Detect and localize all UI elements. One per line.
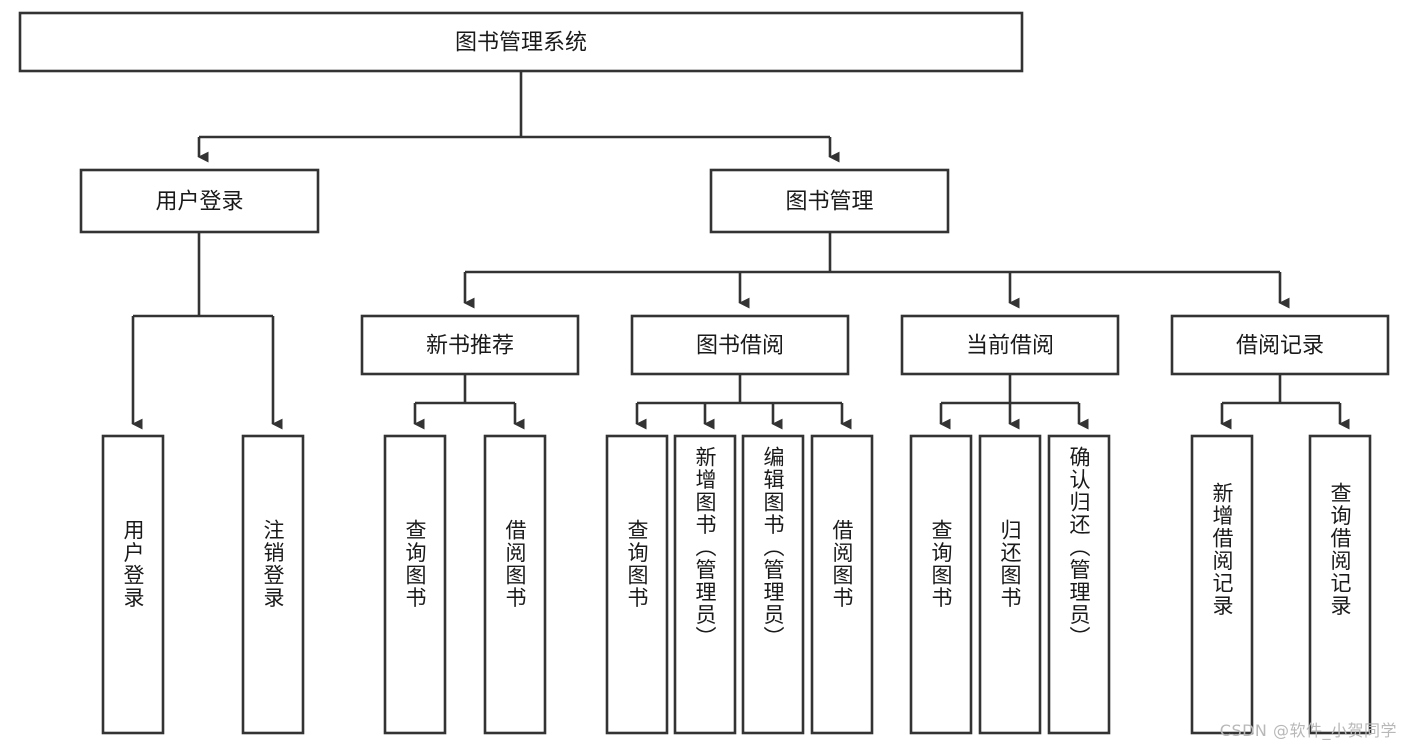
- node-new-book-recommend-label: 新书推荐: [426, 334, 514, 359]
- node-leaf-add-borrow-record-box[interactable]: [1190, 434, 1254, 735]
- node-leaf-query-book-3-box[interactable]: [909, 434, 973, 735]
- node-leaf-return-book-box[interactable]: [978, 434, 1042, 735]
- node-book-borrow-label: 图书借阅: [696, 334, 784, 359]
- node-book-manage-box[interactable]: [709, 168, 950, 234]
- node-current-borrow[interactable]: 当前借阅: [900, 314, 1120, 376]
- csdn-watermark: CSDN @软件_小贺同学: [1219, 721, 1397, 740]
- node-leaf-query-borrow-record-box[interactable]: [1308, 434, 1372, 735]
- node-user-login-label: 用户登录: [155, 190, 243, 215]
- node-leaf-user-login-box[interactable]: [101, 434, 165, 735]
- node-borrow-record-label: 借阅记录: [1236, 334, 1324, 359]
- nodes-layer: 图书管理系统 用户登录 图书管理 新书推荐 图书借阅: [18, 11, 1390, 735]
- node-root-label: 图书管理系统: [455, 31, 587, 56]
- node-current-borrow-box[interactable]: [900, 314, 1120, 376]
- node-new-book-recommend-box[interactable]: [360, 314, 580, 376]
- node-book-borrow-box[interactable]: [630, 314, 850, 376]
- connectors-layer: [131, 71, 1350, 430]
- node-user-login[interactable]: 用户登录: [79, 168, 320, 234]
- node-root[interactable]: 图书管理系统: [18, 11, 1024, 73]
- node-root-box[interactable]: [18, 11, 1024, 73]
- node-leaf-query-book-1-box[interactable]: [383, 434, 447, 735]
- node-user-login-box[interactable]: [79, 168, 320, 234]
- node-leaf-edit-book-box[interactable]: [741, 434, 805, 735]
- node-leaf-add-book-box[interactable]: [673, 434, 737, 735]
- node-book-manage[interactable]: 图书管理: [709, 168, 950, 234]
- node-current-borrow-label: 当前借阅: [966, 334, 1054, 359]
- node-book-manage-label: 图书管理: [785, 190, 873, 215]
- node-borrow-record[interactable]: 借阅记录: [1170, 314, 1390, 376]
- node-book-borrow[interactable]: 图书借阅: [630, 314, 850, 376]
- node-leaf-query-book-2-box[interactable]: [605, 434, 669, 735]
- node-leaf-borrow-book-2-box[interactable]: [810, 434, 874, 735]
- node-new-book-recommend[interactable]: 新书推荐: [360, 314, 580, 376]
- node-leaf-confirm-return-box[interactable]: [1047, 434, 1111, 735]
- node-leaf-borrow-book-1-box[interactable]: [483, 434, 547, 735]
- node-borrow-record-box[interactable]: [1170, 314, 1390, 376]
- node-leaf-logout-login-box[interactable]: [241, 434, 305, 735]
